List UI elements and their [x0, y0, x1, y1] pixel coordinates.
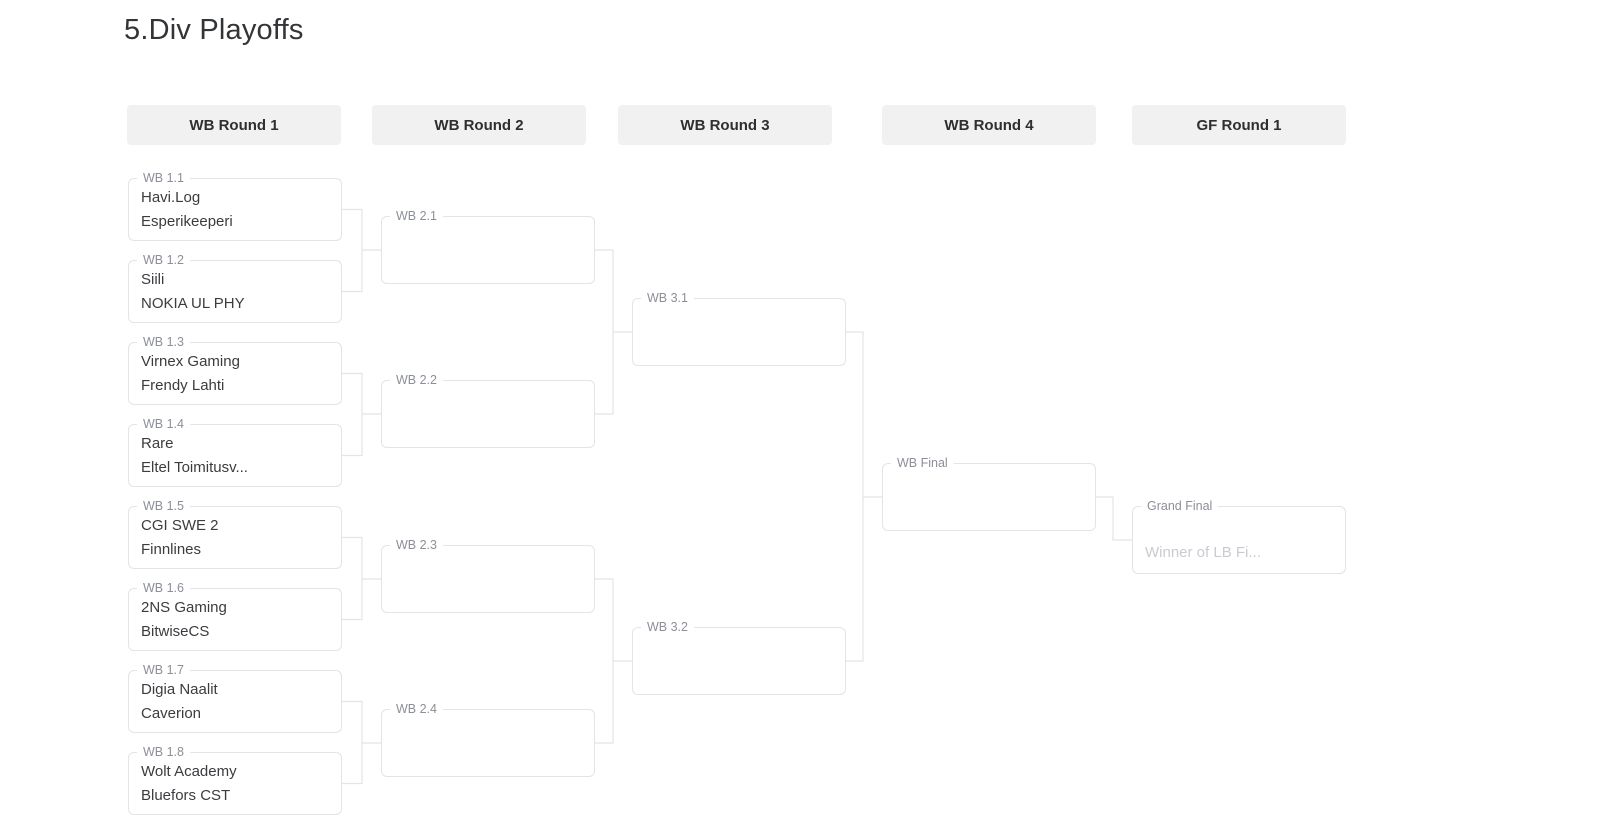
match-label: WB 2.1: [390, 208, 443, 225]
match-wb-1-4[interactable]: WB 1.4 Rare Eltel Toimitusv...: [128, 416, 342, 487]
match-wb-1-2[interactable]: WB 1.2 Siili NOKIA UL PHY: [128, 252, 342, 323]
team-slot-top[interactable]: [645, 635, 833, 659]
match-wb-1-1[interactable]: WB 1.1 Havi.Log Esperikeeperi: [128, 170, 342, 241]
match-label: WB 1.6: [137, 580, 190, 597]
round-header-wb-round-4: WB Round 4: [882, 105, 1096, 145]
match-wb-3-1[interactable]: WB 3.1: [632, 290, 846, 366]
team-slot-top[interactable]: Rare: [141, 435, 174, 452]
round-header-gf-round-1: GF Round 1: [1132, 105, 1346, 145]
match-wb-final[interactable]: WB Final: [882, 455, 1096, 531]
team-slot-top[interactable]: Digia Naalit: [141, 681, 218, 698]
team-slot-top[interactable]: Wolt Academy: [141, 763, 237, 780]
match-label: WB 3.2: [641, 619, 694, 636]
team-slot-top[interactable]: Havi.Log: [141, 189, 201, 206]
page-title: 5.Div Playoffs: [124, 14, 304, 46]
match-wb-1-6[interactable]: WB 1.6 2NS Gaming BitwiseCS: [128, 580, 342, 651]
team-slot-bottom[interactable]: Finnlines: [141, 541, 202, 558]
match-wb-1-7[interactable]: WB 1.7 Digia Naalit Caverion: [128, 662, 342, 733]
match-label: WB 1.5: [137, 498, 190, 515]
team-slot-top[interactable]: [394, 553, 582, 577]
match-label: WB 1.3: [137, 334, 190, 351]
team-slot-bottom[interactable]: [645, 330, 833, 354]
team-slot-bottom[interactable]: Frendy Lahti: [141, 377, 225, 394]
match-wb-2-2[interactable]: WB 2.2: [381, 372, 595, 448]
match-label: WB 2.3: [390, 537, 443, 554]
match-wb-3-2[interactable]: WB 3.2: [632, 619, 846, 695]
match-label: WB 1.2: [137, 252, 190, 269]
match-label: WB 1.1: [137, 170, 190, 187]
team-slot-bottom[interactable]: Bluefors CST: [141, 787, 231, 804]
team-slot-bottom[interactable]: [394, 741, 582, 765]
match-label: WB 2.4: [390, 701, 443, 718]
team-slot-bottom-placeholder[interactable]: Winner of LB Fi...: [1145, 544, 1261, 561]
team-slot-bottom[interactable]: [895, 495, 1083, 519]
match-label: WB 3.1: [641, 290, 694, 307]
match-grand-final[interactable]: Grand Final Winner of LB Fi...: [1132, 498, 1346, 574]
team-slot-bottom[interactable]: [394, 248, 582, 272]
match-label: WB 1.7: [137, 662, 190, 679]
team-slot-top[interactable]: [1145, 514, 1333, 540]
team-slot-top[interactable]: CGI SWE 2: [141, 517, 219, 534]
team-slot-bottom[interactable]: [394, 412, 582, 436]
team-slot-top[interactable]: Siili: [141, 271, 165, 288]
match-label: WB 1.8: [137, 744, 190, 761]
team-slot-top[interactable]: [394, 717, 582, 741]
team-slot-bottom[interactable]: [394, 577, 582, 601]
round-header-wb-round-1: WB Round 1: [127, 105, 341, 145]
round-header-wb-round-3: WB Round 3: [618, 105, 832, 145]
match-wb-2-1[interactable]: WB 2.1: [381, 208, 595, 284]
team-slot-top[interactable]: Virnex Gaming: [141, 353, 240, 370]
match-label: WB 1.4: [137, 416, 190, 433]
team-slot-bottom[interactable]: Eltel Toimitusv...: [141, 459, 248, 476]
team-slot-bottom[interactable]: [645, 659, 833, 683]
match-label: WB Final: [891, 455, 954, 472]
team-slot-bottom[interactable]: Esperikeeperi: [141, 213, 233, 230]
team-slot-top[interactable]: [394, 224, 582, 248]
match-label: WB 2.2: [390, 372, 443, 389]
match-wb-2-4[interactable]: WB 2.4: [381, 701, 595, 777]
round-header-wb-round-2: WB Round 2: [372, 105, 586, 145]
team-slot-top[interactable]: [645, 306, 833, 330]
match-wb-1-8[interactable]: WB 1.8 Wolt Academy Bluefors CST: [128, 744, 342, 815]
team-slot-top[interactable]: [895, 471, 1083, 495]
match-label: Grand Final: [1141, 498, 1219, 515]
match-wb-1-3[interactable]: WB 1.3 Virnex Gaming Frendy Lahti: [128, 334, 342, 405]
team-slot-top[interactable]: 2NS Gaming: [141, 599, 227, 616]
team-slot-bottom[interactable]: BitwiseCS: [141, 623, 210, 640]
team-slot-top[interactable]: [394, 388, 582, 412]
team-slot-bottom[interactable]: NOKIA UL PHY: [141, 295, 245, 312]
match-wb-2-3[interactable]: WB 2.3: [381, 537, 595, 613]
match-wb-1-5[interactable]: WB 1.5 CGI SWE 2 Finnlines: [128, 498, 342, 569]
team-slot-bottom[interactable]: Caverion: [141, 705, 202, 722]
